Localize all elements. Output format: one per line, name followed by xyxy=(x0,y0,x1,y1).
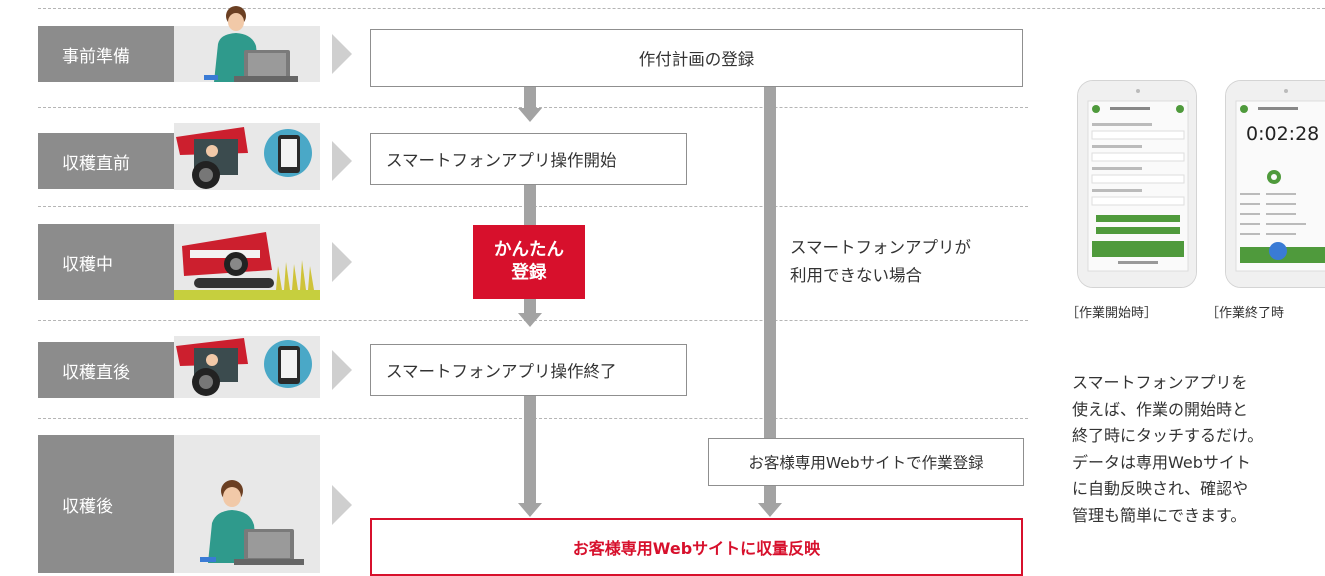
description-line: 終了時にタッチするだけ。 xyxy=(1072,426,1264,445)
stage-label-preparation: 事前準備 xyxy=(38,26,174,82)
arrow-down-icon xyxy=(518,503,542,517)
description-line: に自動反映され、確認や xyxy=(1072,479,1249,498)
stage-label-after-harvest-immediately: 収穫直後 xyxy=(38,342,174,398)
arrow-down-icon xyxy=(758,503,782,517)
flow-line-fallback-2 xyxy=(764,486,776,504)
easy-register-line1: かんたん xyxy=(494,240,564,260)
easy-register-line2: 登録 xyxy=(511,263,547,283)
caption-start: ［作業開始時］ xyxy=(1066,306,1158,321)
app-description: スマートフォンアプリを 使えば、作業の開始時と 終了時にタッチするだけ。 データ… xyxy=(1072,370,1325,529)
app-end-box: スマートフォンアプリ操作終了 xyxy=(370,344,687,396)
flow-line-3 xyxy=(524,396,536,504)
stage-label-before-harvest: 収穫直前 xyxy=(38,133,174,189)
phone-start-screen xyxy=(1077,80,1197,288)
arrow-down-icon xyxy=(518,108,542,122)
combine-phone-illustration-after xyxy=(174,336,320,398)
web-register-box: お客様専用Webサイトで作業登録 xyxy=(708,438,1024,486)
description-line: スマートフォンアプリを xyxy=(1072,373,1248,392)
chevron-right-icon xyxy=(332,141,352,181)
app-end-label: スマートフォンアプリ操作終了 xyxy=(386,362,617,381)
phone-end-screen: 0:02:28 xyxy=(1225,80,1325,288)
separator-top xyxy=(38,8,1325,9)
timer-value: 0:02:28 xyxy=(1246,123,1320,145)
flow-line-fallback xyxy=(764,87,776,440)
combine-harvesting-illustration xyxy=(174,224,320,300)
no-app-note: スマートフォンアプリが 利用できない場合 xyxy=(790,234,971,290)
plan-register-box: 作付計画の登録 xyxy=(370,29,1023,87)
arrow-down-icon xyxy=(518,313,542,327)
no-app-note-line1: スマートフォンアプリが xyxy=(790,238,972,257)
app-start-label: スマートフォンアプリ操作開始 xyxy=(386,151,617,170)
flow-line-1 xyxy=(524,87,536,109)
person-laptop-illustration-2 xyxy=(174,435,320,573)
chevron-right-icon xyxy=(332,350,352,390)
chevron-right-icon xyxy=(332,242,352,282)
app-start-box: スマートフォンアプリ操作開始 xyxy=(370,133,687,185)
combine-phone-illustration-before xyxy=(174,123,320,190)
stage-label-during-harvest: 収穫中 xyxy=(38,224,174,300)
description-line: 使えば、作業の開始時と xyxy=(1072,399,1249,419)
description-line: 管理も簡単にできます。 xyxy=(1072,505,1247,525)
stage-label-post-harvest: 収穫後 xyxy=(38,435,174,573)
web-reflect-label: お客様専用Webサイトに収量反映 xyxy=(572,539,821,558)
description-line: データは専用Webサイト xyxy=(1072,452,1251,472)
chevron-right-icon xyxy=(332,34,352,74)
caption-end: ［作業終了時 xyxy=(1206,306,1285,321)
chevron-right-icon xyxy=(332,485,352,525)
plan-register-label: 作付計画の登録 xyxy=(638,50,755,69)
person-laptop-illustration xyxy=(174,6,320,82)
web-reflect-box: お客様専用Webサイトに収量反映 xyxy=(370,518,1023,576)
web-register-label: お客様専用Webサイトで作業登録 xyxy=(748,454,984,472)
no-app-note-line2: 利用できない場合 xyxy=(790,266,922,285)
easy-register-badge: かんたん 登録 xyxy=(473,225,585,299)
